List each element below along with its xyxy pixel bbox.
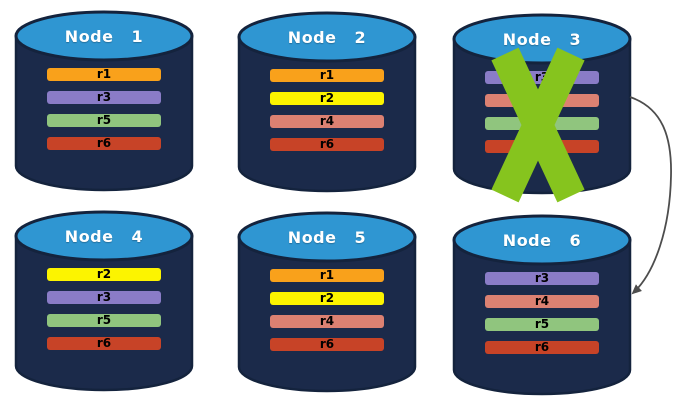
replica-list: r1 r2 r4 r6 xyxy=(270,69,384,161)
replica-bar-r6: r6 xyxy=(270,138,384,151)
node-title: Node 3 xyxy=(502,29,582,49)
database-node-1: Node 1 r1 r3 r5 r6 xyxy=(14,2,194,192)
replica-bar-r5: r5 xyxy=(47,114,161,127)
replica-bar-r2: r2 xyxy=(47,268,161,281)
replica-bar-r3: r3 xyxy=(47,291,161,304)
replica-label: r2 xyxy=(319,91,335,105)
replica-label: r6 xyxy=(534,340,550,354)
replica-bar-r1: r1 xyxy=(270,269,384,282)
replica-bar-r2: r2 xyxy=(270,292,384,305)
replica-label: r4 xyxy=(534,294,550,308)
replica-bar-r6: r6 xyxy=(47,337,161,350)
replica-list: r3 r4 r5 r6 xyxy=(485,272,599,364)
replica-label: r5 xyxy=(96,113,112,127)
replica-label: r1 xyxy=(96,67,112,81)
replica-bar-r1: r1 xyxy=(47,68,161,81)
replica-label: r2 xyxy=(96,267,112,281)
replica-label: r3 xyxy=(534,271,550,285)
replica-bar-r3: r3 xyxy=(47,91,161,104)
replica-label: r4 xyxy=(319,114,335,128)
replica-label: r3 xyxy=(96,90,112,104)
node-title: Node 5 xyxy=(287,227,367,247)
replica-bar-r5: r5 xyxy=(47,314,161,327)
replica-bar-r4: r4 xyxy=(270,115,384,128)
database-node-6: Node 6 r3 r4 r5 r6 xyxy=(452,206,632,396)
database-node-4: Node 4 r2 r3 r5 r6 xyxy=(14,202,194,392)
replica-label: r1 xyxy=(319,68,335,82)
replica-bar-r6: r6 xyxy=(47,137,161,150)
replica-bar-r6: r6 xyxy=(485,341,599,354)
replica-label: r5 xyxy=(96,313,112,327)
replica-label: r6 xyxy=(96,136,112,150)
replica-list: r1 r3 r5 r6 xyxy=(47,68,161,160)
replica-label: r6 xyxy=(319,337,335,351)
replica-label: r5 xyxy=(534,317,550,331)
replica-label: r1 xyxy=(319,268,335,282)
replica-label: r4 xyxy=(319,314,335,328)
replica-bar-r3: r3 xyxy=(485,272,599,285)
replica-label: r6 xyxy=(96,336,112,350)
node-title: Node 1 xyxy=(64,26,144,46)
node-title: Node 2 xyxy=(287,27,367,47)
replica-label: r3 xyxy=(96,290,112,304)
replica-bar-r4: r4 xyxy=(485,295,599,308)
replica-list: r2 r3 r5 r6 xyxy=(47,268,161,360)
replica-bar-r5: r5 xyxy=(485,318,599,331)
replica-bar-r6: r6 xyxy=(270,338,384,351)
database-node-5: Node 5 r1 r2 r4 r6 xyxy=(237,203,417,393)
replica-label: r2 xyxy=(319,291,335,305)
database-node-2: Node 2 r1 r2 r4 r6 xyxy=(237,3,417,193)
replica-list: r1 r2 r4 r6 xyxy=(270,269,384,361)
node-title: Node 6 xyxy=(502,230,582,250)
replica-bar-r1: r1 xyxy=(270,69,384,82)
replica-bar-r2: r2 xyxy=(270,92,384,105)
failure-x-icon xyxy=(491,47,585,203)
replica-label: r6 xyxy=(319,137,335,151)
replica-bar-r4: r4 xyxy=(270,315,384,328)
node-title: Node 4 xyxy=(64,226,144,246)
